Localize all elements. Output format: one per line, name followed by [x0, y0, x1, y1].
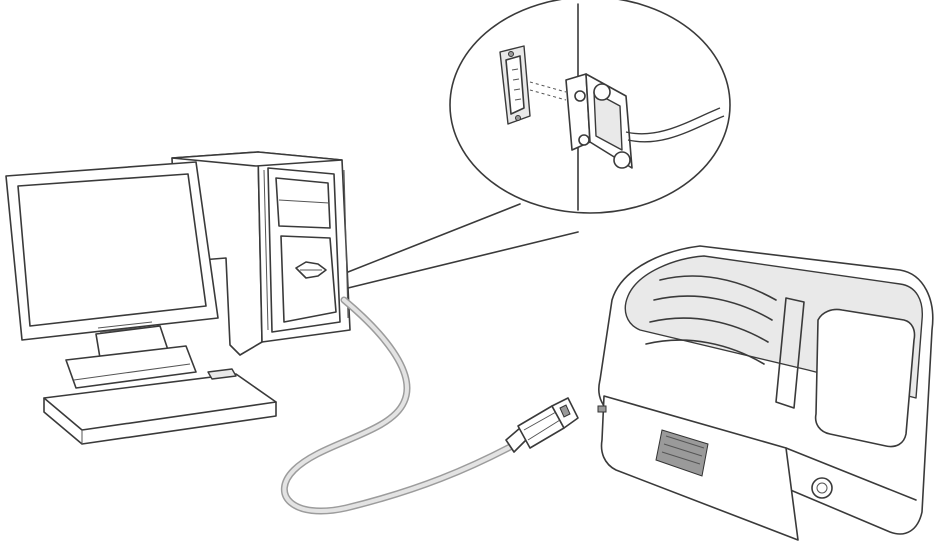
computer-monitor [5, 161, 219, 389]
serial-port-icon [499, 45, 531, 125]
port-detail-callout [347, 0, 731, 289]
receipt-printer [597, 245, 934, 541]
serial-plug-icon [565, 73, 725, 169]
keyboard [43, 368, 277, 445]
usb-cable [280, 296, 579, 515]
desktop-computer [5, 151, 351, 445]
usb-plug-icon [505, 397, 579, 453]
